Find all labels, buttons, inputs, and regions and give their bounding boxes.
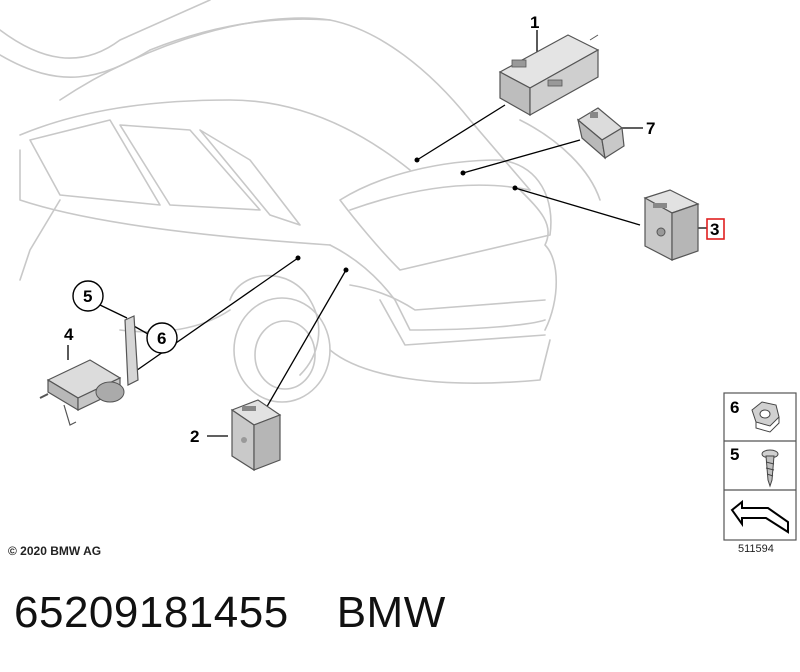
part-1-control-module[interactable] [498,34,600,117]
part-7-module[interactable] [576,107,625,160]
callout-2: 2 [190,427,199,446]
copyright-notice: © 2020 BMW AG [8,544,101,558]
callout-4: 4 [64,325,74,344]
callout-1: 1 [530,13,539,32]
highlight-box-3 [706,218,725,240]
legend-label-6: 6 [730,398,739,417]
part-number: 65209181455 [14,588,289,637]
callout-6: 6 [157,329,166,348]
callout-3: 3 [710,220,719,239]
callout-7: 7 [646,119,655,138]
screw-icon [761,449,779,488]
part-footer: 65209181455 BMW [14,588,446,648]
brand-name: BMW [336,588,446,637]
nut-icon [751,401,780,433]
legend-label-5: 5 [730,445,739,464]
car-outline [0,0,601,403]
diagram-id: 511594 [738,543,774,555]
leader-lines [67,30,707,437]
callout-circle-5 [72,280,104,312]
direction-arrow-icon [730,499,789,534]
fastener-legend: 6 5 [723,392,797,541]
part-3-module[interactable] [643,189,700,261]
part-2-module[interactable] [230,399,282,472]
callout-circle-6 [146,322,178,354]
part-4-siren[interactable] [39,315,139,426]
callout-5: 5 [83,287,92,306]
parts-diagram: 1 7 3 2 4 5 6 6 5 511594 © 2020 BMW AG [0,0,797,558]
